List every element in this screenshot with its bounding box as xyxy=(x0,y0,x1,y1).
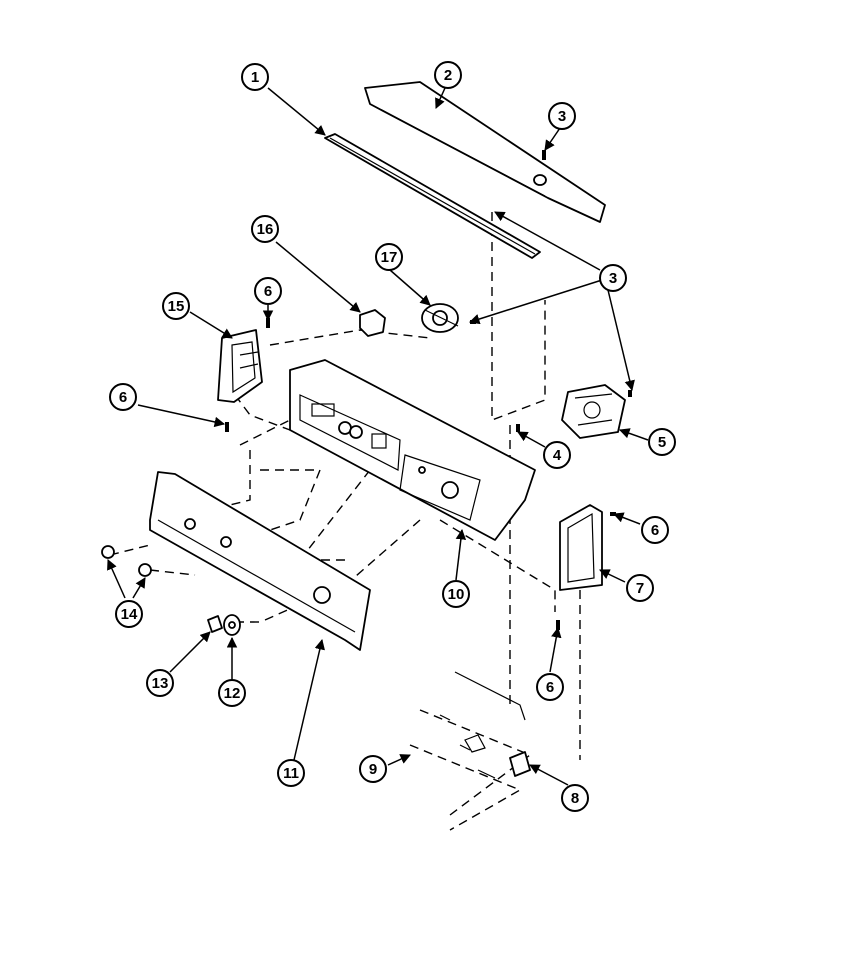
callout-2: 2 xyxy=(434,61,462,89)
callout-label: 6 xyxy=(119,389,127,406)
callout-3a: 3 xyxy=(548,102,576,130)
callout-label: 8 xyxy=(571,790,579,807)
callout-8: 8 xyxy=(561,784,589,812)
callout-13: 13 xyxy=(146,669,174,697)
callout-label: 6 xyxy=(546,679,554,696)
callout-label: 7 xyxy=(636,580,644,597)
right-end-cap-part xyxy=(559,504,603,591)
callout-10: 10 xyxy=(442,580,470,608)
callout-5: 5 xyxy=(648,428,676,456)
selector-switch-part xyxy=(421,303,459,333)
callout-label: 16 xyxy=(257,221,274,238)
knob-parts xyxy=(207,614,241,636)
callout-9: 9 xyxy=(359,755,387,783)
left-end-cap-part xyxy=(217,329,263,403)
callout-label: 3 xyxy=(558,108,566,125)
top-cover-part xyxy=(364,81,606,223)
control-panel-part xyxy=(289,359,536,541)
small-knob-parts xyxy=(101,545,152,577)
callout-label: 2 xyxy=(444,67,452,84)
callout-label: 3 xyxy=(609,270,617,287)
callout-15: 15 xyxy=(162,292,190,320)
leader-lines xyxy=(107,87,649,786)
callout-1: 1 xyxy=(241,63,269,91)
callout-label: 14 xyxy=(121,606,138,623)
callout-6c: 6 xyxy=(641,516,669,544)
callout-4: 4 xyxy=(543,441,571,469)
callout-label: 17 xyxy=(381,249,398,266)
callout-label: 6 xyxy=(651,522,659,539)
front-panel-part xyxy=(149,471,371,651)
callout-6b: 6 xyxy=(109,383,137,411)
callout-6a: 6 xyxy=(254,277,282,305)
trim-strip-part xyxy=(324,133,541,259)
callout-11: 11 xyxy=(277,759,305,787)
clip-part xyxy=(509,751,531,777)
callout-7: 7 xyxy=(626,574,654,602)
callout-label: 5 xyxy=(658,434,666,451)
callout-label: 12 xyxy=(224,685,241,702)
callout-3b: 3 xyxy=(599,264,627,292)
callout-label: 10 xyxy=(448,586,465,603)
callout-6d: 6 xyxy=(536,673,564,701)
callout-label: 15 xyxy=(168,298,185,315)
bracket-part xyxy=(439,671,526,779)
callout-12: 12 xyxy=(218,679,246,707)
switch-part xyxy=(359,309,386,337)
callout-label: 11 xyxy=(283,765,299,782)
callout-label: 13 xyxy=(152,675,169,692)
callout-label: 4 xyxy=(553,447,562,464)
callout-16: 16 xyxy=(251,215,279,243)
timer-part xyxy=(561,384,626,439)
callout-label: 9 xyxy=(369,761,377,778)
callout-label: 6 xyxy=(264,283,272,300)
callout-14: 14 xyxy=(115,600,143,628)
callout-17: 17 xyxy=(375,243,403,271)
callout-label: 1 xyxy=(251,69,259,86)
